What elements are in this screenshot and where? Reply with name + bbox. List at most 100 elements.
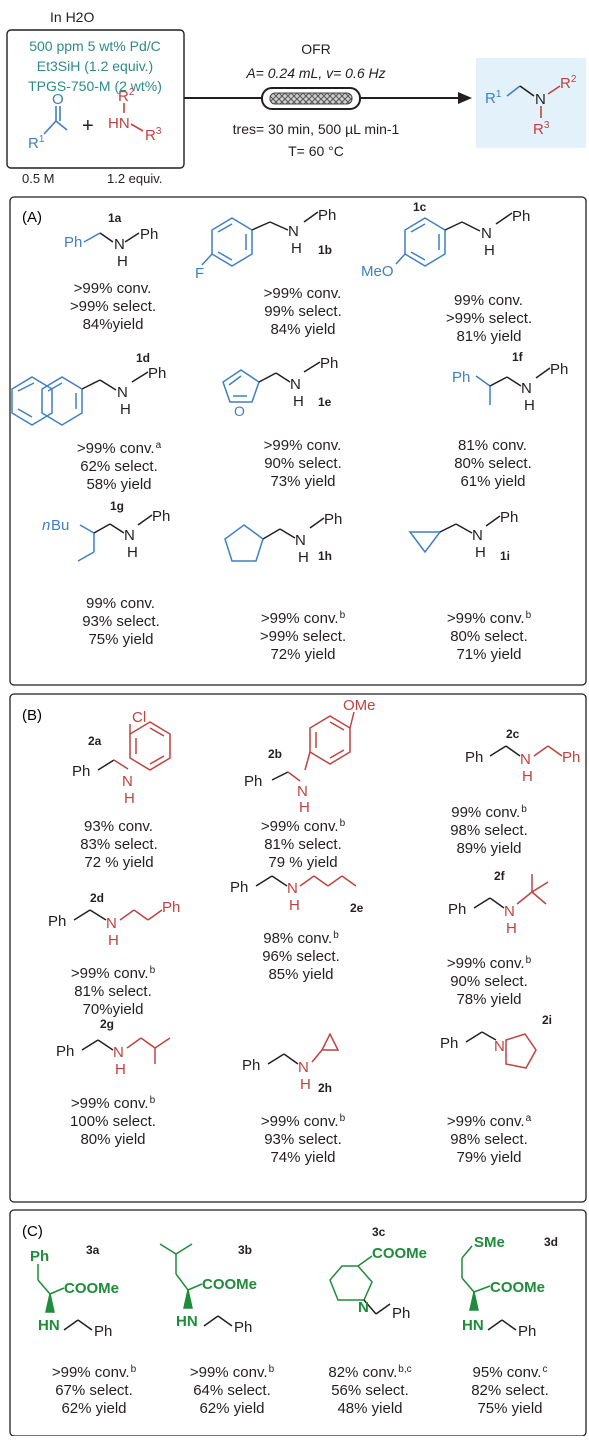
selectivity: 98% select.: [450, 1131, 528, 1148]
result-2e: 98% conv.b 96% select. 85% yield: [226, 930, 376, 984]
conversion: >99% conv.b: [260, 818, 346, 835]
result-1f: 81% conv. 80% select. 61% yield: [418, 437, 568, 491]
conversion: 99% conv.: [86, 595, 155, 612]
selectivity: 67% select.: [55, 1382, 133, 1399]
id-3a: 3a: [86, 1243, 100, 1257]
svg-text:N: N: [481, 225, 492, 242]
svg-text:Ph: Ph: [234, 1319, 252, 1336]
yield: 61% yield: [460, 473, 526, 490]
panel-c-atom-labels: Ph COOMe HN Ph COOMe HN Ph COOMe N Ph SM…: [30, 1234, 545, 1340]
svg-text:H: H: [117, 253, 128, 270]
svg-text:Ph: Ph: [152, 508, 170, 525]
conversion: >99% conv.: [263, 285, 342, 302]
svg-text:Ph: Ph: [324, 511, 342, 528]
conversion: 81% conv.: [458, 437, 527, 454]
conversion: 93% conv.: [84, 818, 153, 835]
result-1h: >99% conv.b >99% select. 72% yield: [228, 610, 378, 664]
structure-2h: [267, 1032, 340, 1065]
svg-text:N: N: [114, 236, 125, 253]
amine-structure: [123, 103, 144, 132]
panel-a-compound-ids: 1a 1b 1c 1d 1e 1f 1g 1h 1i: [108, 200, 524, 563]
result-2c: 99% conv.b 98% select. 89% yield: [414, 804, 564, 858]
svg-text:HN: HN: [38, 1317, 60, 1334]
result-1c: 99% conv. >99% select. 81% yield: [414, 292, 564, 346]
result-1i: >99% conv.b 80% select. 71% yield: [414, 610, 564, 664]
svg-text:O: O: [234, 403, 245, 419]
svg-text:Ph: Ph: [30, 1248, 49, 1265]
svg-text:Ph: Ph: [48, 913, 66, 930]
id-1f: 1f: [512, 350, 524, 364]
structure-1b: [201, 211, 319, 267]
conversion: >99% conv.: [73, 280, 152, 297]
svg-text:Ph: Ph: [500, 509, 518, 526]
yield: 48% yield: [337, 1400, 403, 1417]
svg-text:H: H: [120, 401, 131, 418]
svg-text:N: N: [504, 903, 515, 920]
product-box: [476, 58, 586, 148]
conversion: >99% conv.a: [446, 1113, 532, 1130]
yield: 62% yield: [61, 1400, 127, 1417]
svg-text:Ph: Ph: [392, 1305, 410, 1322]
structure-3d: [461, 1245, 517, 1331]
svg-text:Ph: Ph: [162, 899, 180, 916]
svg-text:H: H: [522, 768, 533, 785]
selectivity: 96% select.: [262, 948, 340, 965]
yield: 72 % yield: [84, 854, 154, 871]
svg-text:COOMe: COOMe: [202, 1276, 257, 1293]
svg-text:HN: HN: [462, 1317, 484, 1334]
amine-hn-label: HN: [108, 115, 130, 132]
residence-time: tres= 30 min, 500 µL min-1: [233, 121, 400, 137]
conversion: >99% conv.b: [51, 1364, 137, 1381]
id-1a: 1a: [108, 211, 122, 225]
panel-c-label: (C): [22, 1223, 43, 1240]
structure-2c: [489, 745, 563, 757]
conversion: 98% conv.b: [263, 930, 339, 947]
reaction-arrow-head: [458, 92, 472, 104]
structure-2b: [271, 711, 355, 782]
panel-b-label: (B): [22, 707, 42, 724]
result-1e: >99% conv. 90% select. 73% yield: [228, 437, 378, 491]
selectivity: 80% select.: [450, 628, 528, 645]
product-n-label: N: [535, 91, 546, 108]
selectivity: 81% select.: [264, 836, 342, 853]
yield: 62% yield: [199, 1400, 265, 1417]
svg-text:N: N: [494, 1038, 505, 1055]
svg-text:Ph: Ph: [562, 749, 580, 766]
selectivity: 99% select.: [264, 303, 342, 320]
conversion: >99% conv.: [263, 437, 342, 454]
selectivity: 90% select.: [264, 455, 342, 472]
selectivity: >99% select.: [259, 628, 347, 645]
yield: 79% yield: [456, 1149, 522, 1166]
structure-3a: [37, 1264, 93, 1331]
aldehyde-r1-label: R1: [28, 134, 45, 152]
result-1d: >99% conv.a 62% select. 58% yield: [44, 440, 194, 494]
svg-text:N: N: [520, 751, 531, 768]
svg-text:OMe: OMe: [343, 697, 376, 714]
reactor-label: OFR: [301, 41, 331, 57]
structure-1f: [475, 367, 551, 405]
id-1e: 1e: [318, 395, 332, 409]
conversion: 99% conv.: [454, 292, 523, 309]
svg-text:Ph: Ph: [440, 1035, 458, 1052]
result-2a: 93% conv. 83% select. 72 % yield: [44, 818, 194, 872]
id-2c: 2c: [506, 727, 520, 741]
id-3c: 3c: [372, 1225, 386, 1239]
svg-text:N: N: [106, 915, 117, 932]
result-3d: 95% conv.c 82% select. 75% yield: [440, 1364, 580, 1418]
yield: 71% yield: [456, 646, 522, 663]
yield: 81% yield: [456, 328, 522, 345]
structure-2f: [473, 874, 549, 909]
conversion: >99% conv.b: [70, 965, 156, 982]
panel-c-compound-ids: 3a 3b 3c 3d: [86, 1225, 558, 1257]
id-1d: 1d: [136, 351, 150, 365]
svg-text:COOMe: COOMe: [490, 1279, 545, 1296]
conversion: >99% conv.a: [76, 440, 162, 457]
panel-b-compound-ids: 2a 2b 2c 2d 2e 2f 2g 2h 2i: [88, 727, 552, 1095]
id-2d: 2d: [90, 891, 104, 905]
yield: 79 % yield: [268, 854, 338, 871]
svg-text:N: N: [124, 527, 135, 544]
svg-text:H: H: [291, 240, 302, 257]
product-structure: [506, 85, 561, 118]
